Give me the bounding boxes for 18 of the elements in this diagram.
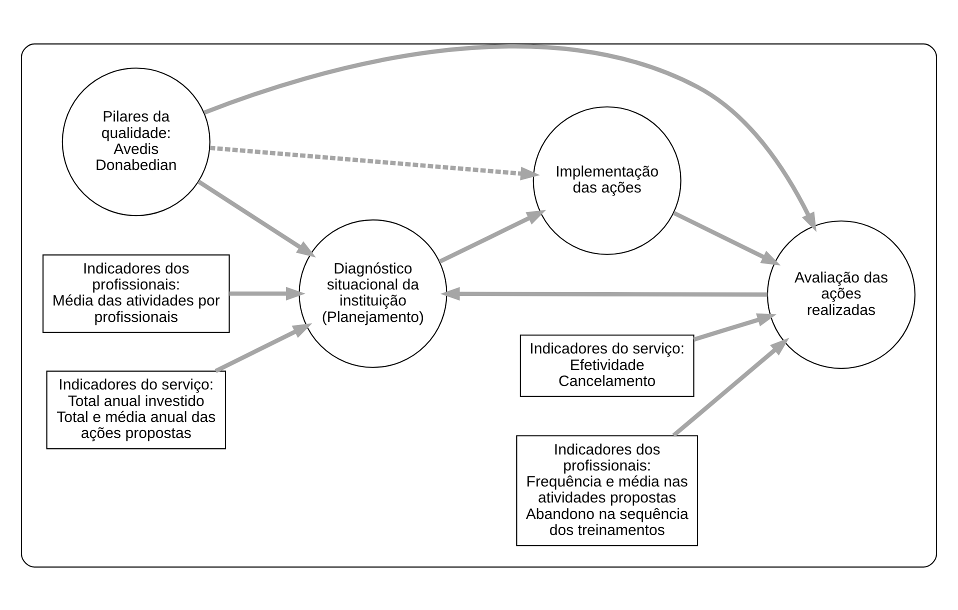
- arrow: [440, 286, 768, 300]
- node-circle: Implementação das ações: [532, 106, 682, 254]
- node-circle: Diagnóstico situacional da instituição (Planejamento): [298, 218, 448, 368]
- arrow: [204, 44, 816, 232]
- arrow: [210, 145, 540, 180]
- arrow: [672, 210, 781, 265]
- arrow: [693, 312, 777, 342]
- node-circle: Pilares da qualidade: Avedis Donabedian: [62, 67, 210, 216]
- arrow: [229, 286, 306, 300]
- arrow: [438, 209, 546, 264]
- node-circle: Avaliação das ações realizadas: [766, 220, 916, 369]
- arrow: [672, 337, 790, 437]
- arrow: [214, 322, 312, 372]
- arrow: [197, 179, 316, 257]
- node-box: Indicadores do serviço: Efetividade Cancelamento: [520, 334, 694, 396]
- node-box: Indicadores do serviço: Total anual investido Total e média anual das ações propostas: [46, 370, 226, 449]
- node-box: Indicadores dos profissionais: Média das atividades por profissionais: [42, 254, 230, 332]
- node-box: Indicadores dos profissionais: Frequência e média nas atividades propostas Abandono na sequência dos treinamentos: [516, 434, 698, 546]
